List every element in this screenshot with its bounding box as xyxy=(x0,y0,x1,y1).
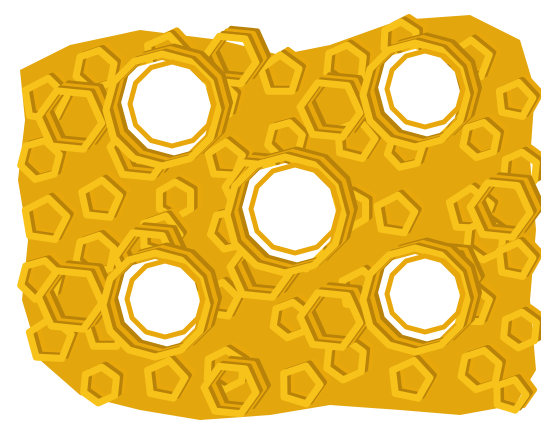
framework-ring xyxy=(34,267,106,333)
framework-ring xyxy=(204,138,246,179)
framework-ring xyxy=(200,362,260,418)
framework-ring xyxy=(373,191,419,237)
framework-ring xyxy=(34,87,106,153)
framework-ring xyxy=(459,118,501,162)
channel-openings xyxy=(99,32,482,361)
channel-rim xyxy=(359,244,471,356)
channel-rim xyxy=(223,153,347,277)
framework-ring xyxy=(296,289,364,351)
channel-inner-rim xyxy=(248,162,342,256)
framework-ring xyxy=(17,137,63,183)
framework-ring xyxy=(144,356,189,402)
framework-ring xyxy=(495,238,537,280)
framework-ring xyxy=(495,78,537,120)
framework-ring xyxy=(389,356,434,402)
channel-inner-rim xyxy=(384,253,466,335)
framework-ring xyxy=(280,362,324,408)
framework-ring xyxy=(466,179,534,241)
channel-rim xyxy=(99,249,211,361)
channel-rim xyxy=(102,50,222,170)
channel-rim xyxy=(359,39,471,151)
framework-ring xyxy=(78,176,123,221)
channel-inner-rim xyxy=(384,48,466,130)
framework-ring xyxy=(493,376,530,414)
framework-ring xyxy=(257,51,303,95)
channel-opening xyxy=(233,163,337,267)
framework-ring xyxy=(457,346,503,394)
framework-ring xyxy=(25,314,75,362)
framework-ring xyxy=(21,194,71,243)
framework-ring xyxy=(296,79,364,141)
framework-ring xyxy=(500,308,540,352)
framework-ring xyxy=(80,363,120,407)
channel-inner-rim xyxy=(124,258,206,340)
channel-inner-rim xyxy=(127,59,217,149)
